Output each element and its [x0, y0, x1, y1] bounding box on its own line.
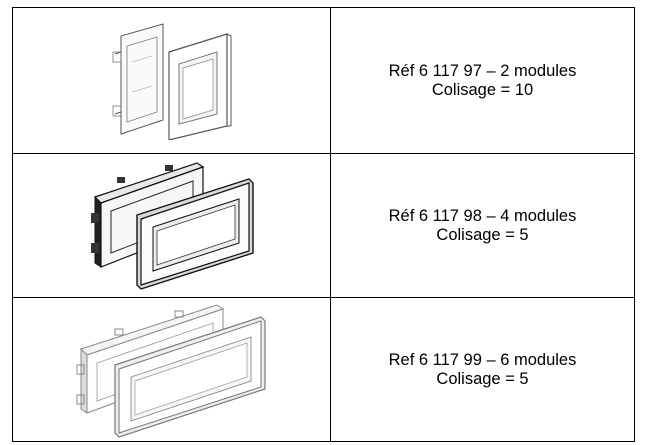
- table-row: Réf 6 117 97 – 2 modules Colisage = 10: [12, 7, 635, 154]
- table-row: Réf 6 117 98 – 4 modules Colisage = 5: [12, 153, 635, 298]
- product-info-cell: Ref 6 117 99 – 6 modules Colisage = 5: [330, 297, 635, 442]
- product-reference: Réf 6 117 98 – 4 modules: [388, 206, 577, 225]
- product-image-cell: [12, 153, 331, 298]
- product-packaging: Colisage = 5: [436, 225, 529, 244]
- table-row: Ref 6 117 99 – 6 modules Colisage = 5: [12, 297, 635, 442]
- product-info-cell: Réf 6 117 98 – 4 modules Colisage = 5: [330, 153, 635, 298]
- product-table: Réf 6 117 97 – 2 modules Colisage = 10: [12, 7, 635, 442]
- product-packaging: Colisage = 5: [436, 369, 529, 388]
- support-frame-6-modules-icon: [76, 303, 266, 438]
- product-image-cell: [12, 7, 331, 154]
- product-reference: Ref 6 117 99 – 6 modules: [388, 350, 577, 369]
- support-frame-4-modules-icon: [90, 161, 254, 290]
- support-frame-2-modules-icon: [112, 22, 231, 140]
- product-info-cell: Réf 6 117 97 – 2 modules Colisage = 10: [330, 7, 635, 154]
- product-image-cell: [12, 297, 331, 442]
- product-packaging: Colisage = 10: [431, 80, 534, 99]
- product-reference: Réf 6 117 97 – 2 modules: [388, 61, 577, 80]
